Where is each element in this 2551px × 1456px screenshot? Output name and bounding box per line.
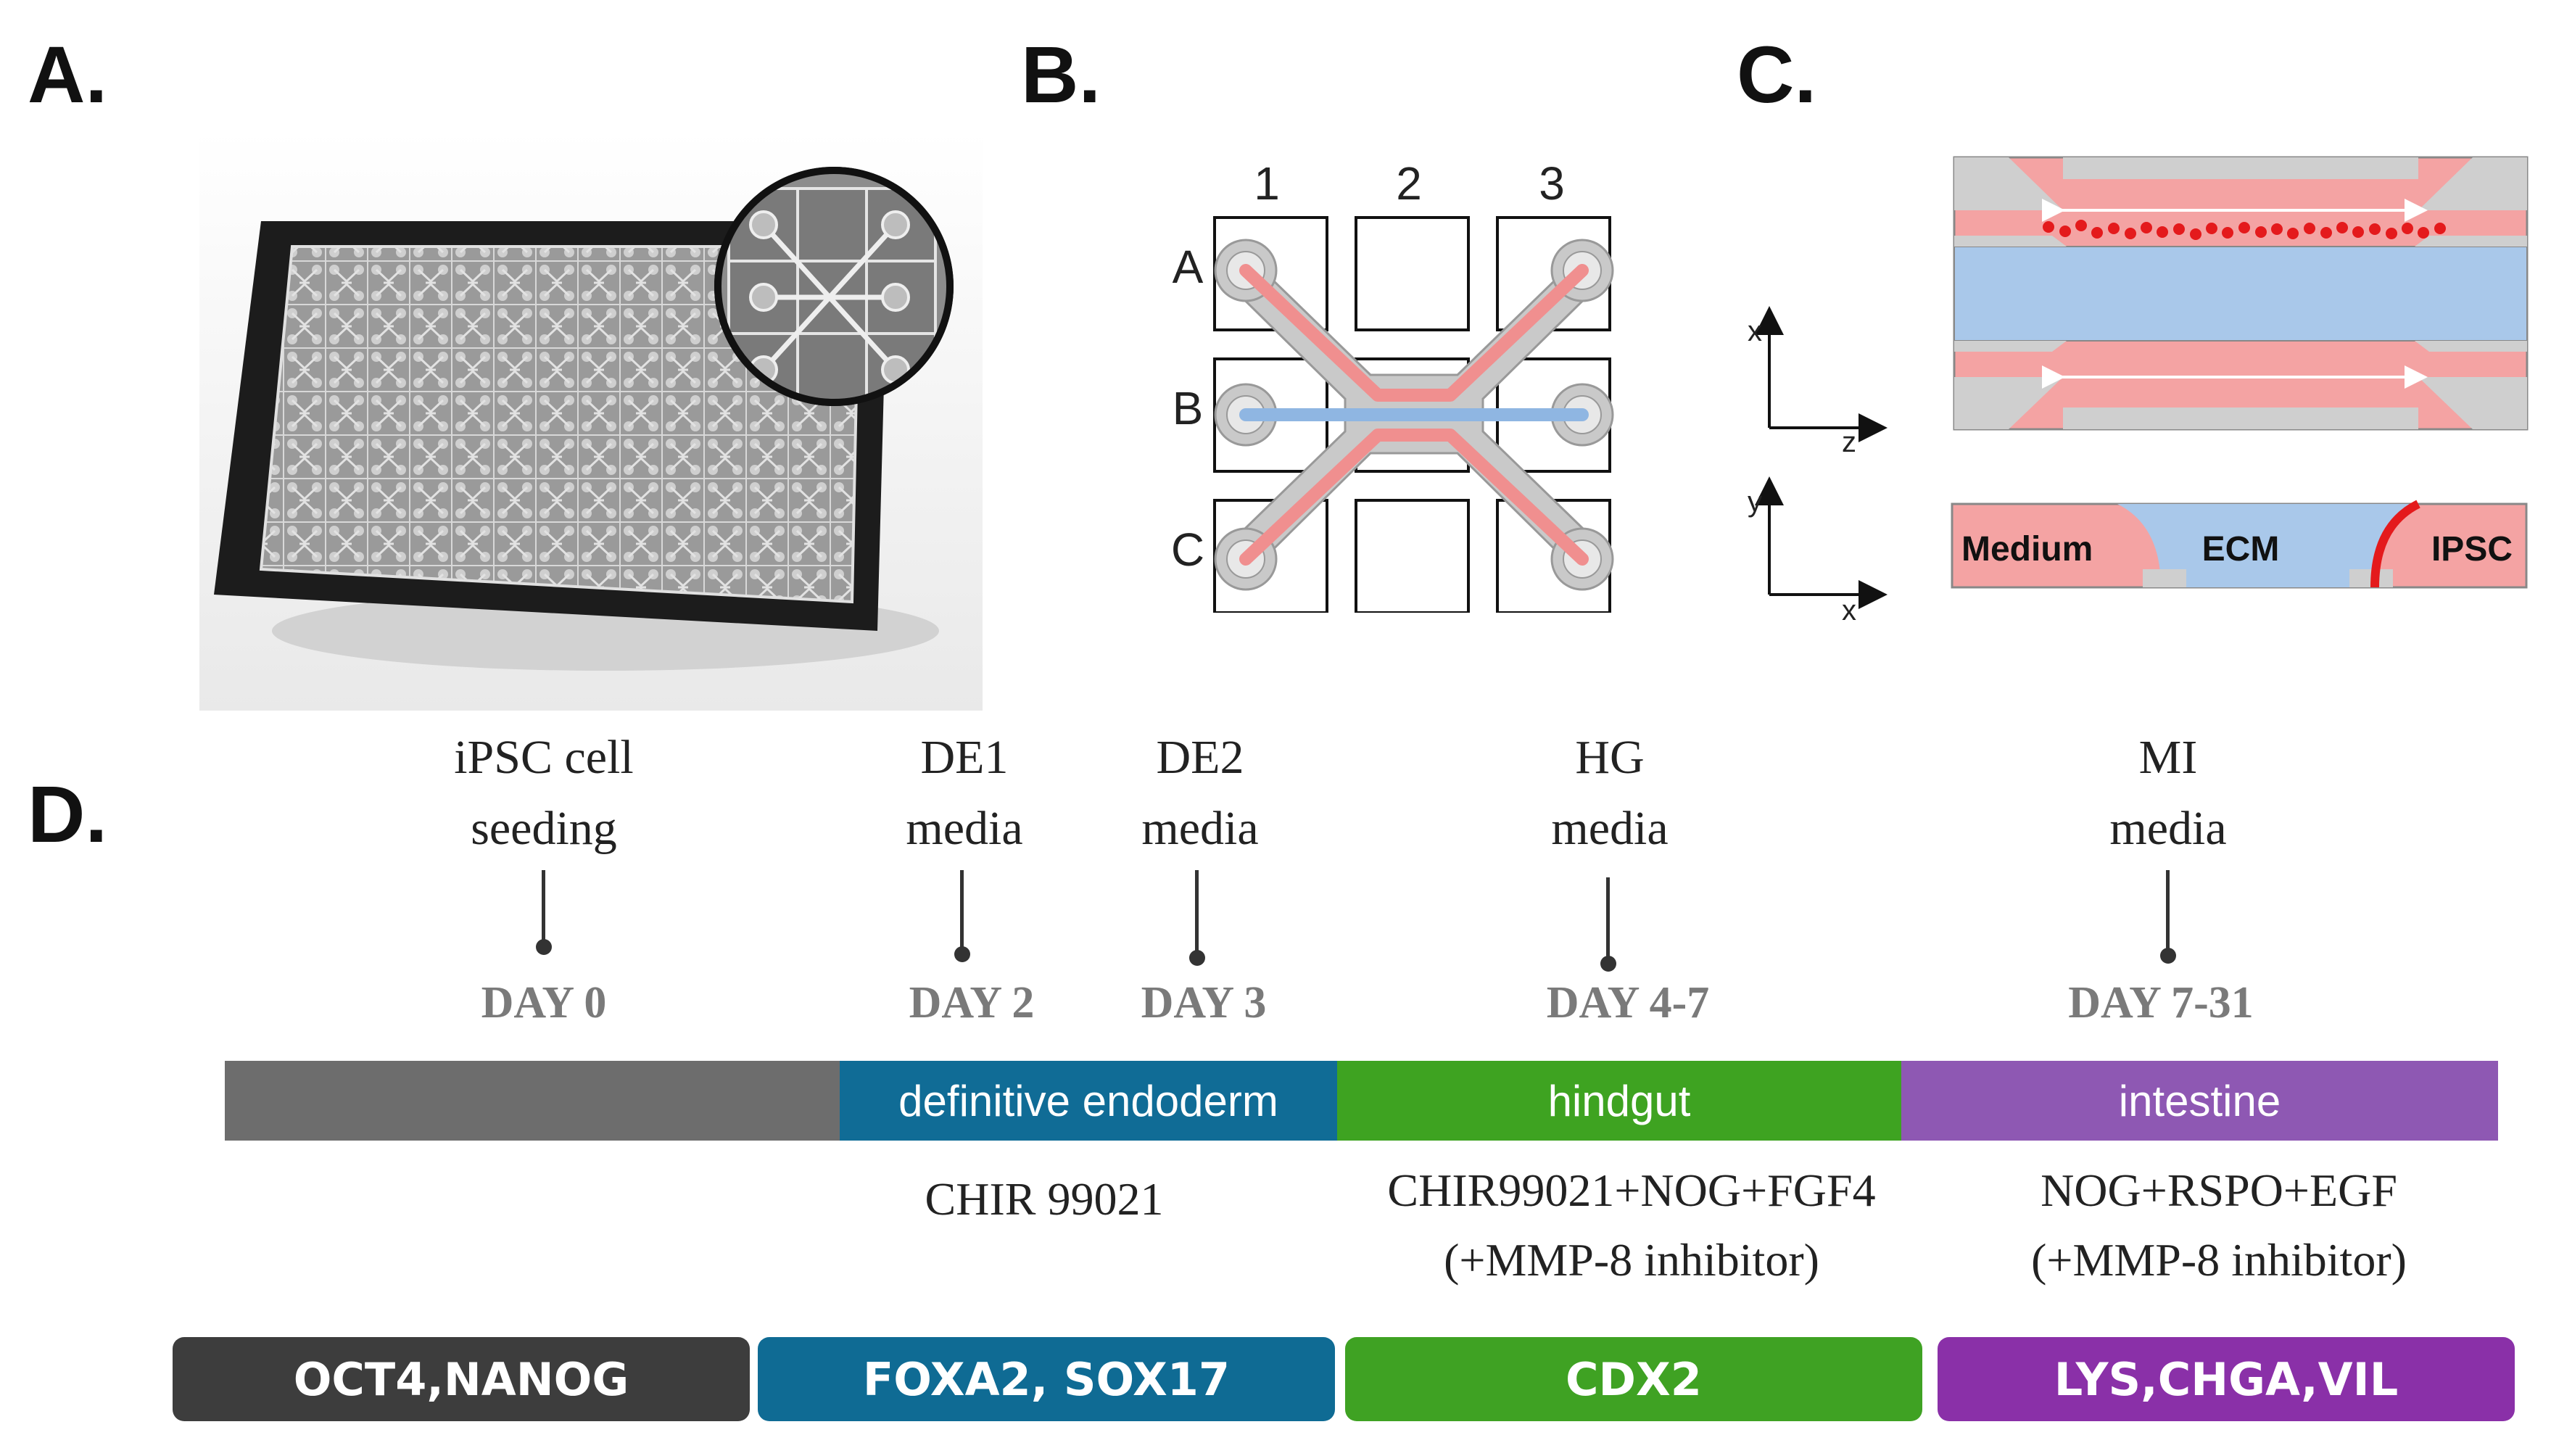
event-dot: [2160, 948, 2176, 964]
treatment-line2: (+MMP-8 inhibitor): [2031, 1234, 2407, 1286]
event-stem: [2166, 870, 2170, 954]
event-dot: [1189, 950, 1205, 966]
event-stem: [1606, 877, 1610, 961]
event-stem: [960, 870, 964, 950]
panel-label-a: A.: [28, 30, 107, 120]
marker-pluripotent: OCT4,NANOG: [173, 1337, 750, 1421]
axis-label-x-bottom: x: [1842, 595, 1856, 626]
axis-yx: y x: [1748, 476, 1888, 626]
day-label: DAY 4-7: [1546, 978, 1710, 1027]
day-label: DAY 7-31: [2068, 978, 2254, 1027]
treatment-hindgut: CHIR99021+NOG+FGF4 (+MMP-8 inhibitor): [1305, 1156, 1958, 1295]
event-label-line1: HG: [1575, 731, 1645, 784]
row-label-a: A: [1173, 241, 1204, 293]
label-ipsc: IPSC: [2431, 530, 2513, 568]
event-stem: [542, 870, 545, 943]
day-label: DAY 3: [1141, 978, 1267, 1027]
event-label-line2: media: [1141, 802, 1259, 855]
plate-wells: [261, 247, 859, 602]
chip-side-view: Medium ECM IPSC: [1951, 500, 2528, 589]
medium-channel-lower: [1239, 429, 1589, 566]
event-dot: [1600, 956, 1616, 972]
event-label-line2: media: [906, 802, 1023, 855]
treatment-line1: NOG+RSPO+EGF: [2041, 1165, 2397, 1216]
stage-bar-definitive-endoderm: definitive endoderm: [840, 1061, 1337, 1141]
event-label-line1: DE1: [920, 731, 1009, 784]
event-stem: [1195, 870, 1199, 954]
panel-label-c: C.: [1737, 30, 1816, 120]
event-dot: [536, 939, 552, 955]
row-label-b: B: [1173, 382, 1204, 434]
medium-channel: [1239, 264, 1589, 402]
column-label-3: 3: [1539, 157, 1565, 210]
stage-bar-hindgut: hindgut: [1337, 1061, 1901, 1141]
event-label-line1: MI: [2138, 731, 2198, 784]
well-c2: [1355, 499, 1470, 613]
treatment-line1: CHIR99021+NOG+FGF4: [1387, 1165, 1876, 1216]
axis-xz: x z: [1748, 306, 1888, 458]
marker-endoderm: FOXA2, SOX17: [758, 1337, 1335, 1421]
event-label-line1: iPSC cell: [454, 731, 634, 784]
label-medium: Medium: [1961, 530, 2093, 568]
column-label-1: 1: [1254, 157, 1280, 210]
ipsc-cells: [2043, 220, 2446, 240]
well-a2: [1355, 216, 1470, 331]
marker-hindgut: CDX2: [1345, 1337, 1922, 1421]
column-label-2: 2: [1396, 157, 1422, 210]
treatment-de: CHIR 99021: [827, 1165, 1262, 1234]
event-label-line2: media: [2109, 802, 2227, 855]
chip-cross-section: x z y x: [1748, 156, 2529, 626]
plate-grid-diagram: 1 2 3 A B C: [1171, 157, 1614, 613]
panel-label-b: B.: [1021, 30, 1101, 120]
event-label-line2: media: [1551, 802, 1669, 855]
treatment-intestine: NOG+RSPO+EGF (+MMP-8 inhibitor): [1907, 1156, 2531, 1295]
event-label-line2: seeding: [471, 802, 617, 855]
event-label-line1: DE2: [1156, 731, 1244, 784]
plate-photo: [199, 131, 983, 711]
stage-bar-pluripotent: [225, 1061, 840, 1141]
row-label-c: C: [1171, 524, 1204, 576]
label-ecm: ECM: [2202, 530, 2280, 568]
axis-label-z: z: [1842, 426, 1856, 458]
panel-label-d: D.: [28, 770, 107, 859]
chip-top-view: [1953, 156, 2529, 431]
treatment-line1: CHIR 99021: [925, 1173, 1164, 1225]
day-label: DAY 0: [481, 978, 607, 1027]
axis-label-y: y: [1748, 486, 1762, 518]
day-label: DAY 2: [909, 978, 1035, 1027]
event-dot: [954, 946, 970, 962]
treatment-line2: (+MMP-8 inhibitor): [1444, 1234, 1819, 1286]
axis-label-x-top: x: [1748, 315, 1762, 347]
stage-bar-intestine: intestine: [1901, 1061, 2498, 1141]
marker-intestine: LYS,CHGA,VIL: [1938, 1337, 2515, 1421]
